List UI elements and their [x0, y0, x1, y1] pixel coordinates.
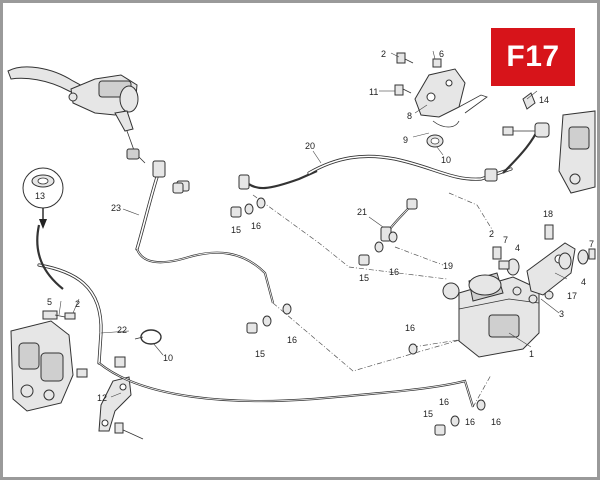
callout-18: 18 [543, 209, 553, 219]
callout-16: 16 [405, 323, 415, 333]
abs-bracket-17 [492, 224, 596, 296]
section-badge: F17 [491, 28, 575, 86]
callout-9: 9 [403, 135, 408, 145]
callout-16: 16 [465, 417, 475, 427]
brake-pipe-21 [380, 198, 418, 242]
clamp-10-lower [134, 329, 162, 345]
callout-10: 10 [163, 353, 173, 363]
callout-20: 20 [305, 141, 315, 151]
exploded-parts-diagram: 1 2 2 2 3 4 4 5 6 7 7 8 9 10 10 11 12 13… [7, 49, 596, 440]
callout-11: 11 [369, 87, 378, 97]
callout-14: 14 [539, 95, 549, 105]
callout-16: 16 [491, 417, 501, 427]
callout-17: 17 [567, 291, 577, 301]
callout-labels: 1 2 2 2 3 4 4 5 6 7 7 8 9 10 10 11 12 13… [35, 49, 594, 427]
callout-3: 3 [559, 309, 564, 319]
callout-23: 23 [111, 203, 121, 213]
brake-hose-23 [135, 160, 190, 251]
callout-22: 22 [117, 325, 127, 335]
callout-2: 2 [75, 299, 80, 309]
upper-bracket-assembly [394, 52, 536, 148]
callout-4: 4 [581, 277, 586, 287]
callout-7: 7 [589, 239, 594, 249]
callout-5: 5 [47, 297, 52, 307]
bracket-12 [76, 356, 144, 440]
callout-16: 16 [439, 397, 449, 407]
callout-7: 7 [503, 235, 508, 245]
callout-16: 16 [389, 267, 399, 277]
callout-2: 2 [489, 229, 494, 239]
brake-pipe-long [36, 224, 475, 408]
callout-2: 2 [381, 49, 386, 59]
brake-caliper-left [10, 310, 76, 412]
callout-15: 15 [231, 225, 241, 235]
leader-lines [58, 50, 568, 398]
brake-hose-20 [238, 126, 541, 190]
brake-caliper-right [502, 110, 596, 194]
handlebar-master-cylinder [7, 66, 146, 164]
callout-15: 15 [359, 273, 369, 283]
grommet-detail [22, 167, 64, 229]
routing-dashes [252, 192, 494, 408]
callout-13: 13 [35, 191, 45, 201]
callout-16: 16 [251, 221, 261, 231]
callout-15: 15 [423, 409, 433, 419]
callout-1: 1 [529, 349, 534, 359]
bolts-and-washers [172, 182, 486, 436]
callout-19: 19 [443, 261, 453, 271]
abs-modulator [442, 272, 554, 358]
callout-21: 21 [357, 207, 367, 217]
callout-8: 8 [407, 111, 412, 121]
callout-4: 4 [515, 243, 520, 253]
brake-hose-22 [37, 263, 103, 365]
callout-6: 6 [439, 49, 444, 59]
callout-10: 10 [441, 155, 451, 165]
callout-16: 16 [287, 335, 297, 345]
callout-12: 12 [97, 393, 107, 403]
callout-15: 15 [255, 349, 265, 359]
